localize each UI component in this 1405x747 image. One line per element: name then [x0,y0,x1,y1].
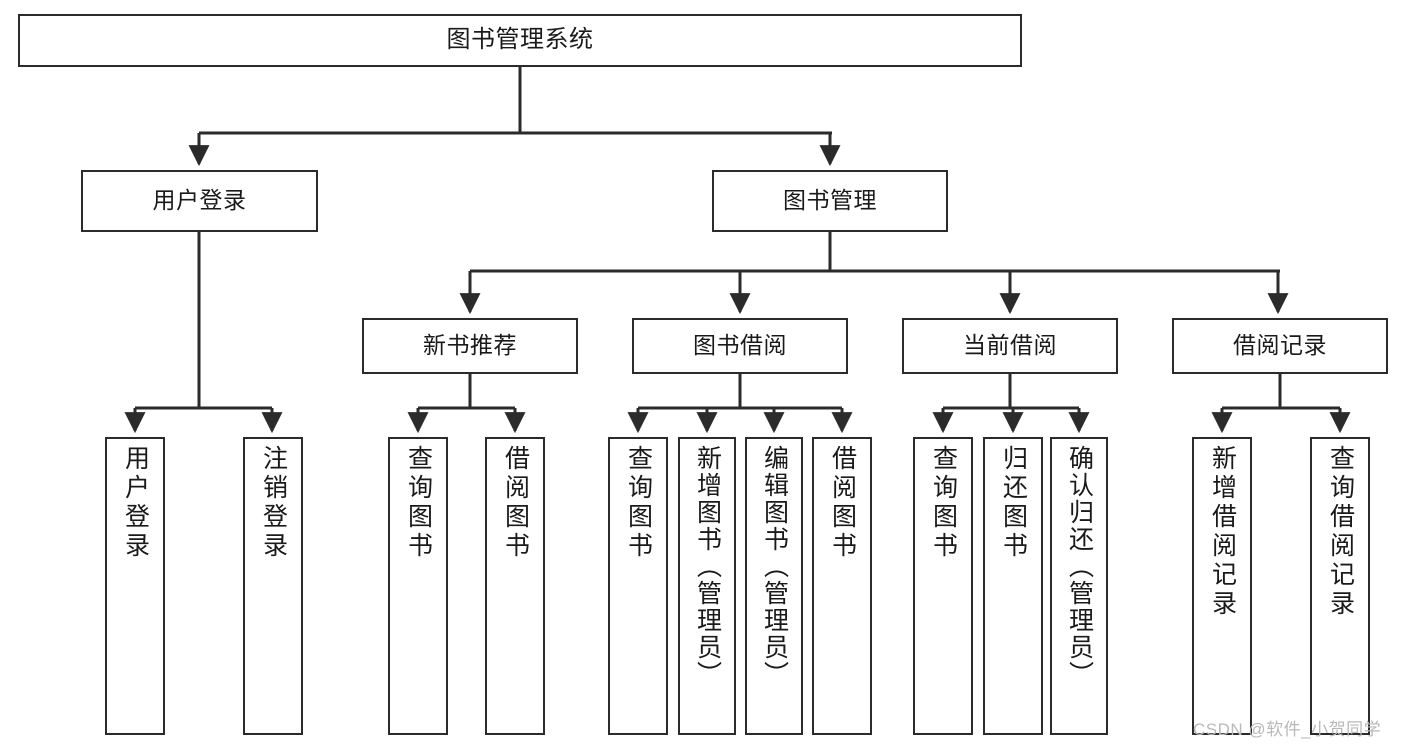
node-leaf-user-logout[interactable]: 注销登录 [243,437,303,735]
node-leaf-return-book-label: 归还图书 [999,445,1028,561]
node-leaf-edit-book-label: 编辑图书（管理员） [760,445,789,688]
node-user-login-label: 用户登录 [152,187,247,214]
node-leaf-add-record-label: 新增借阅记录 [1208,445,1237,619]
node-leaf-edit-book[interactable]: 编辑图书（管理员） [745,437,803,735]
node-current-borrow-label: 当前借阅 [963,332,1057,359]
node-leaf-confirm-return-label: 确认归还（管理员） [1065,445,1094,688]
node-leaf-query-book-rec-label: 查询图书 [404,445,433,561]
node-leaf-add-record[interactable]: 新增借阅记录 [1192,437,1252,735]
node-leaf-query-book-borrow[interactable]: 查询图书 [608,437,668,735]
node-leaf-borrow-book-rec[interactable]: 借阅图书 [485,437,545,735]
node-leaf-confirm-return[interactable]: 确认归还（管理员） [1050,437,1108,735]
node-leaf-return-book[interactable]: 归还图书 [983,437,1043,735]
node-borrow-record[interactable]: 借阅记录 [1172,318,1388,374]
node-book-manage[interactable]: 图书管理 [712,170,948,232]
node-root-label: 图书管理系统 [446,26,594,54]
node-leaf-query-book-cur[interactable]: 查询图书 [913,437,973,735]
node-new-book-rec[interactable]: 新书推荐 [362,318,578,374]
node-leaf-query-book-borrow-label: 查询图书 [624,445,653,561]
node-leaf-add-book[interactable]: 新增图书（管理员） [678,437,736,735]
node-book-borrow-label: 图书借阅 [693,332,787,359]
node-leaf-borrow-book-rec-label: 借阅图书 [501,445,530,561]
node-book-manage-label: 图书管理 [783,187,877,214]
node-leaf-user-logout-label: 注销登录 [259,445,288,561]
node-leaf-borrow-book[interactable]: 借阅图书 [812,437,872,735]
node-current-borrow[interactable]: 当前借阅 [902,318,1118,374]
node-borrow-record-label: 借阅记录 [1233,332,1327,359]
node-leaf-user-login[interactable]: 用户登录 [105,437,165,735]
node-new-book-rec-label: 新书推荐 [423,332,517,359]
node-book-borrow[interactable]: 图书借阅 [632,318,848,374]
node-leaf-query-record[interactable]: 查询借阅记录 [1310,437,1370,735]
node-user-login[interactable]: 用户登录 [81,170,318,232]
node-leaf-query-book-rec[interactable]: 查询图书 [388,437,448,735]
node-root[interactable]: 图书管理系统 [18,14,1022,67]
node-leaf-user-login-label: 用户登录 [121,445,150,561]
csdn-watermark: CSDN @软件_小贺同学 [1193,720,1382,739]
node-leaf-query-record-label: 查询借阅记录 [1326,445,1355,619]
node-leaf-borrow-book-label: 借阅图书 [828,445,857,561]
node-leaf-query-book-cur-label: 查询图书 [929,445,958,561]
node-leaf-add-book-label: 新增图书（管理员） [693,445,722,688]
